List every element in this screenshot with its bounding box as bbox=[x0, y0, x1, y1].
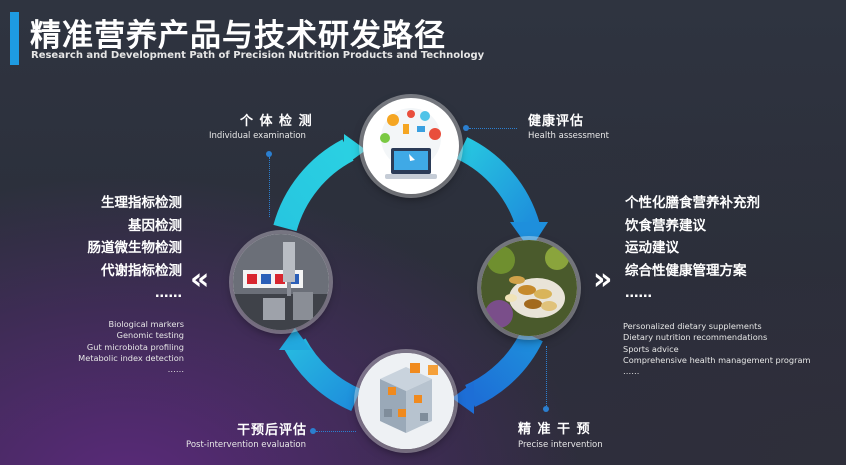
right-list-en: Personalized dietary supplements Dietary… bbox=[623, 321, 810, 377]
left-list-cn: 生理指标检测 基因检测 肠道微生物检测 代谢指标检测 …… bbox=[78, 192, 183, 305]
connector-dot-top-left bbox=[266, 151, 272, 157]
double-chevron-left-icon: « bbox=[190, 262, 210, 297]
arrow-arc-top-right bbox=[456, 137, 540, 230]
label-individual-examination: 个 体 检 测 bbox=[240, 114, 313, 129]
connector-dot-bottom-left bbox=[310, 428, 316, 434]
list-item: Personalized dietary supplements bbox=[623, 321, 762, 331]
list-item: Biological markers bbox=[108, 319, 184, 329]
right-list-cn: 个性化膳食营养补充剂 饮食营养建议 运动建议 综合性健康管理方案 …… bbox=[625, 192, 760, 305]
arrow-head-top-right bbox=[510, 222, 548, 250]
list-item: 个性化膳食营养补充剂 bbox=[625, 195, 760, 211]
list-item: 运动建议 bbox=[625, 240, 679, 256]
list-item: 综合性健康管理方案 bbox=[625, 262, 747, 279]
connector-line-top-left bbox=[269, 157, 270, 217]
health-assessment-illustration bbox=[363, 98, 459, 194]
page-subtitle: Research and Development Path of Precisi… bbox=[31, 50, 485, 61]
connector-line-bottom-left bbox=[316, 431, 356, 432]
arrow-arc-bottom-right bbox=[464, 330, 543, 407]
page-title: 精准营养产品与技术研发路径 bbox=[30, 18, 446, 54]
data-cubes-illustration bbox=[358, 353, 454, 449]
arrow-head-bottom-left bbox=[279, 328, 311, 350]
arrow-head-bottom-right bbox=[452, 382, 474, 414]
left-list-en: Biological markers Genomic testing Gut m… bbox=[60, 319, 184, 375]
label-health-assessment: 健康评估 bbox=[528, 114, 585, 129]
label-post-intervention: 干预后评估 bbox=[237, 423, 308, 438]
supplements-illustration bbox=[481, 240, 577, 336]
label-post-intervention-en: Post-intervention evaluation bbox=[186, 440, 306, 450]
title-accent-bar bbox=[10, 12, 19, 65]
list-item: …… bbox=[167, 364, 184, 375]
list-item: …… bbox=[623, 366, 640, 377]
list-item: …… bbox=[625, 285, 652, 301]
arrow-arc-top-left bbox=[273, 139, 354, 232]
list-item: Metabolic index detection bbox=[78, 352, 184, 363]
label-precise-intervention-en: Precise intervention bbox=[518, 440, 603, 450]
label-health-assessment-en: Health assessment bbox=[528, 131, 609, 141]
list-item: 基因检测 bbox=[128, 217, 182, 234]
connector-line-bottom-right bbox=[546, 346, 547, 406]
list-item: 饮食营养建议 bbox=[625, 217, 706, 234]
connector-dot-bottom-right bbox=[543, 406, 549, 412]
list-item: Gut microbiota profiling bbox=[86, 341, 184, 352]
double-chevron-right-icon: » bbox=[593, 262, 613, 297]
arrow-head-top-left bbox=[344, 134, 366, 166]
lab-testing-illustration bbox=[233, 234, 329, 330]
connector-line-top-right bbox=[469, 128, 517, 129]
arrow-arc-bottom-left bbox=[284, 338, 362, 412]
list-item: …… bbox=[155, 285, 182, 301]
label-individual-examination-en: Individual examination bbox=[209, 131, 306, 141]
list-item: Genomic testing bbox=[116, 330, 184, 341]
list-item: Dietary nutrition recommendations bbox=[623, 332, 768, 343]
list-item: 代谢指标检测 bbox=[101, 262, 182, 279]
list-item: 生理指标检测 bbox=[101, 195, 182, 211]
connector-dot-top-right bbox=[463, 125, 469, 131]
label-precise-intervention: 精 准 干 预 bbox=[518, 422, 591, 437]
list-item: Comprehensive health management program bbox=[623, 354, 811, 365]
list-item: 肠道微生物检测 bbox=[87, 240, 183, 256]
list-item: Sports advice bbox=[623, 343, 679, 354]
